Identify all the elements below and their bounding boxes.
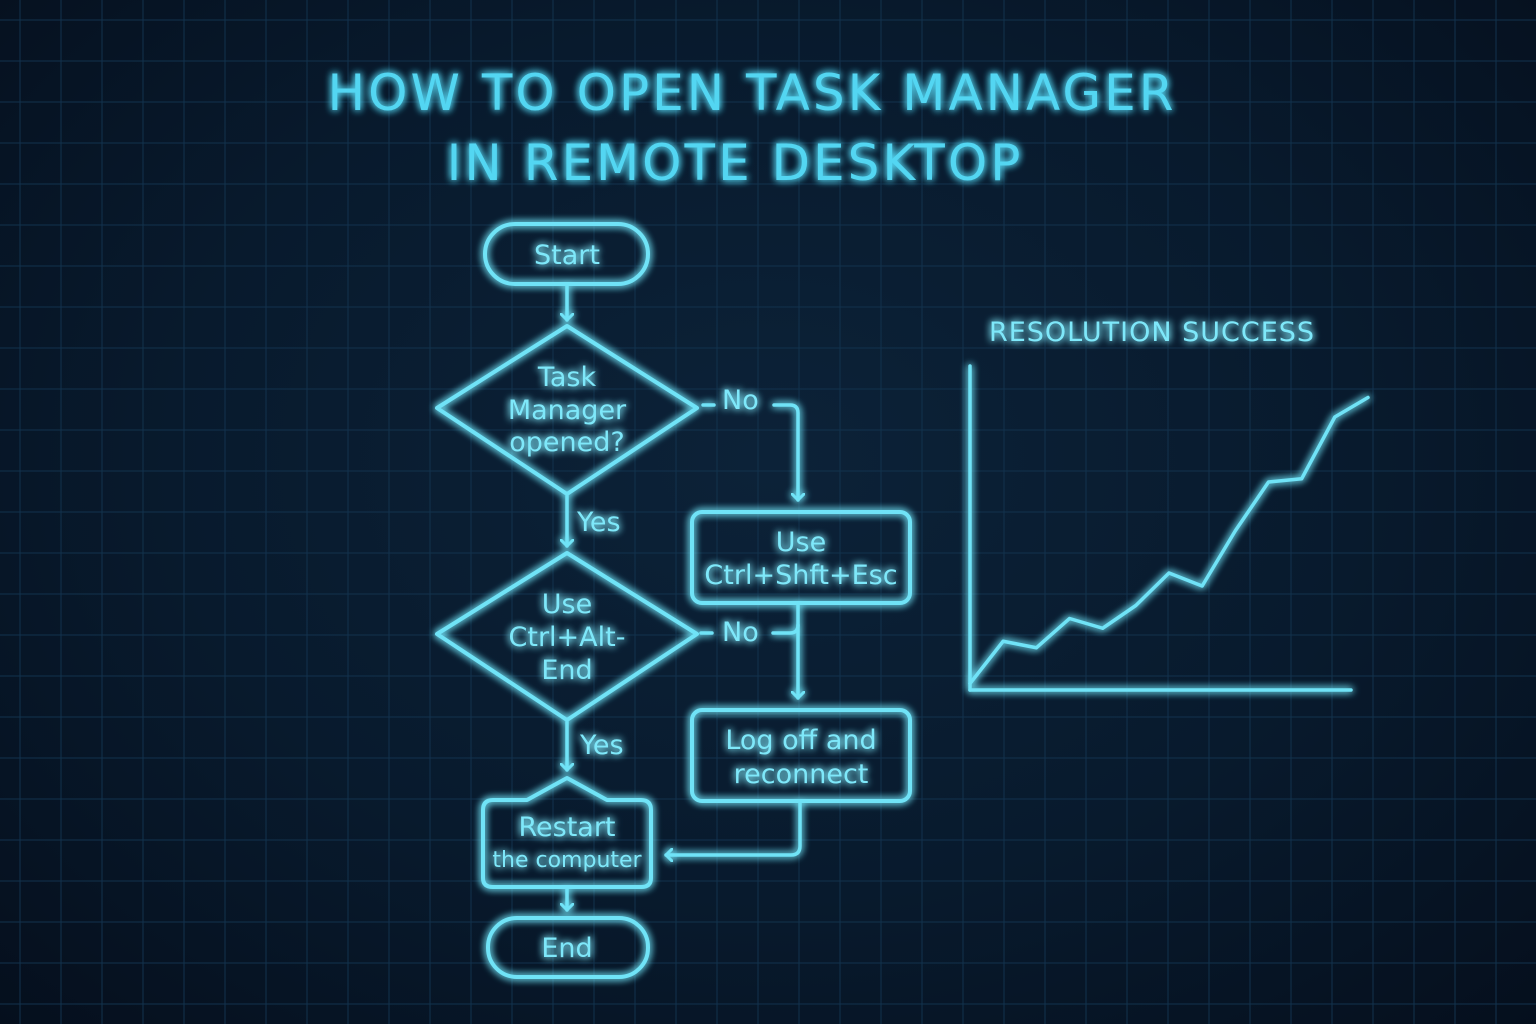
chart-point <box>1333 415 1337 419</box>
decision2-line2: Ctrl+Alt- <box>509 622 626 653</box>
chart-title: RESOLUTION SUCCESS <box>989 317 1315 348</box>
restart-line1: Restart <box>518 812 615 843</box>
logoff-line1: Log off and <box>725 725 876 756</box>
edge-decision1-no <box>701 403 798 500</box>
chart-point <box>968 682 972 685</box>
decision2-line3: End <box>541 655 592 686</box>
decision-ctrl-alt-end: Use Ctrl+Alt- End <box>435 551 699 722</box>
start-label: Start <box>534 240 600 271</box>
chart-point <box>1200 584 1204 588</box>
step-restart-computer: Restart the computer <box>481 776 653 889</box>
chart-line <box>968 395 1370 686</box>
decision1-line3: opened? <box>509 427 624 458</box>
chart-point <box>1167 571 1171 575</box>
chart-point <box>1366 396 1370 399</box>
decision1-line2: Manager <box>508 395 627 426</box>
decision2-line1: Use <box>542 589 592 620</box>
step-log-off-reconnect: Log off and reconnect <box>690 708 912 803</box>
start-node: Start <box>483 222 650 286</box>
restart-line2: the computer <box>492 848 642 873</box>
logoff-line2: reconnect <box>734 759 869 790</box>
chart-point <box>1068 617 1071 620</box>
chart-point <box>1001 639 1005 643</box>
chart-point <box>1233 529 1237 533</box>
chart-point <box>1267 480 1270 484</box>
chart-series <box>968 395 1370 686</box>
end-node: End <box>486 916 650 979</box>
title-line-2: IN REMOTE DESKTOP <box>447 134 1024 192</box>
chart-point <box>1300 477 1304 481</box>
decision2-no-label: No <box>722 617 759 648</box>
decision-task-manager-opened: Task Manager opened? <box>435 324 699 496</box>
shortcut-line2: Ctrl+Shft+Esc <box>704 560 897 591</box>
edge-logoff-restart <box>664 800 802 855</box>
decision1-no-label: No <box>722 385 759 416</box>
step-ctrl-shift-esc: Use Ctrl+Shft+Esc <box>690 510 912 605</box>
decision2-yes-label: Yes <box>579 730 624 761</box>
end-label: End <box>541 933 592 964</box>
decision1-yes-label: Yes <box>576 507 621 538</box>
shortcut-line1: Use <box>776 527 826 558</box>
chart-point <box>1101 626 1105 630</box>
title-line-1: HOW TO OPEN TASK MANAGER <box>328 64 1177 122</box>
decision1-line1: Task <box>537 362 597 393</box>
chart-point <box>1134 604 1138 607</box>
chart-point <box>1034 646 1038 650</box>
